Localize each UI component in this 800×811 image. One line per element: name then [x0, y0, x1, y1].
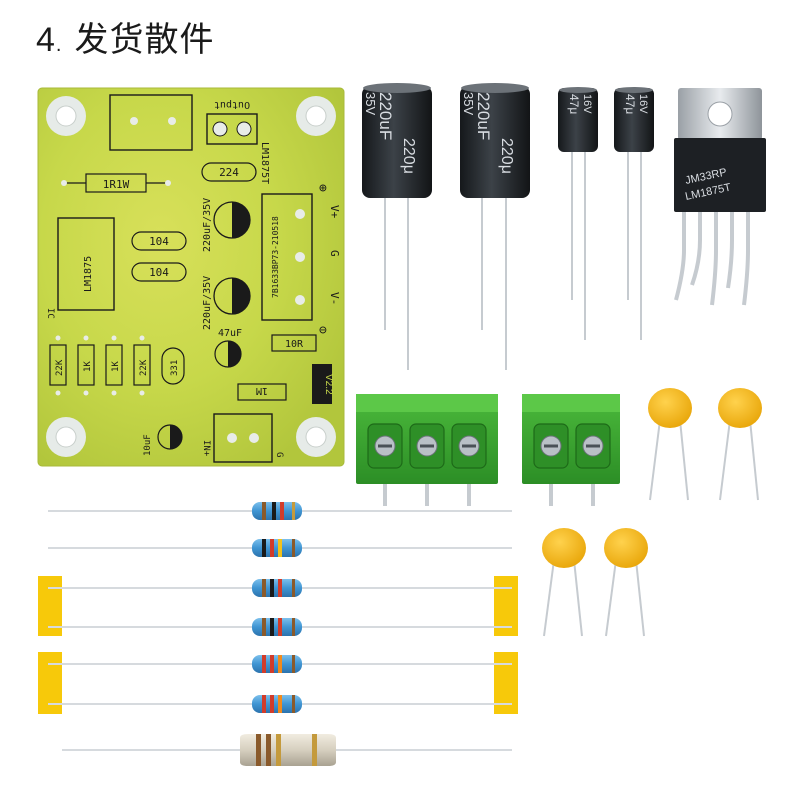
capacitor-large-b-short: 220μ: [498, 138, 515, 174]
capacitor-large-a-voltage: 35V: [363, 92, 378, 115]
resistor-power: [62, 734, 512, 766]
pcb-output-label: Output: [214, 99, 250, 110]
lm1875t-chip: JM33RP LM1875T: [674, 88, 766, 306]
pcb-pin-g: G: [328, 250, 341, 257]
pcb-resistor-row: 22K 1K 1K 22K 331: [49, 335, 185, 396]
title-number: 4: [36, 21, 56, 59]
capacitor-small-b: 47μ 16V: [614, 87, 654, 340]
ceramic-capacitor-3: [542, 528, 586, 637]
resistor-blue-4: [48, 618, 512, 636]
ceramic-capacitor-1: [648, 388, 692, 501]
mounting-hole-top-right: [296, 96, 336, 136]
pcb-r-331: 331: [170, 360, 180, 376]
resistor-blue-6: [48, 695, 512, 713]
resistor-blue-5: [48, 655, 512, 673]
mounting-hole-bottom-right: [296, 417, 336, 457]
mounting-hole-bottom-left: [46, 417, 86, 457]
pcb-version: V2.2: [323, 374, 334, 395]
pcb-c-104-a: 104: [149, 235, 169, 248]
pcb-c-220-b: 220uF/35V: [202, 276, 213, 330]
pcb-r-10r: 10R: [285, 339, 304, 350]
capacitor-small-a-voltage: 16V: [581, 94, 593, 114]
capacitor-small-b-voltage: 16V: [637, 94, 649, 114]
capacitor-large-b: 220uF 35V 220μ: [460, 83, 530, 370]
mounting-hole-top-left: [46, 96, 86, 136]
pcb-part-number: 7B1633BP73-210518: [271, 216, 280, 298]
capacitor-large-a-value: 220uF: [376, 92, 395, 140]
terminal-block-3pin: [356, 394, 498, 506]
pcb-plus-symbol: ⊕: [319, 181, 327, 196]
pcb-r-22k-a: 22K: [55, 359, 65, 376]
capacitor-large-b-value: 220uF: [474, 92, 493, 140]
ceramic-capacitor-4: [604, 528, 648, 637]
pcb-r-1k-a: 1K: [83, 361, 93, 372]
pcb-ic-tag: IC: [45, 308, 55, 319]
pcb-c-47: 47uF: [218, 328, 242, 339]
page-title: 4. 发货散件: [36, 12, 214, 61]
resistor-blue-1: [48, 502, 512, 520]
pcb-in-g: G: [274, 452, 284, 457]
pcb-r-224: 224: [219, 166, 239, 179]
pcb-r-1r1w: 1R1W: [103, 178, 130, 191]
pcb-c-220-a: 220uF/35V: [202, 198, 213, 252]
pcb-r-1k-b: 1K: [111, 361, 121, 372]
capacitor-large-a: 220uF 35V 220μ: [362, 83, 432, 370]
pcb-c-10: 10uF: [143, 434, 153, 456]
pcb-minus-symbol: ⊖: [319, 323, 327, 338]
ceramic-capacitor-2: [718, 388, 762, 501]
title-dot: .: [55, 34, 63, 56]
resistor-blue-3: [48, 579, 512, 597]
capacitor-small-a: 47μ 16V: [558, 87, 598, 340]
pcb-board: Output LM1875T 1R1W 224 LM1875 IC 104 10…: [37, 87, 345, 467]
pcb-in-plus: IN+: [201, 440, 211, 457]
capacitor-small-a-value: 47μ: [567, 94, 581, 114]
pcb-pin-vplus: V+: [328, 205, 341, 219]
capacitor-small-b-value: 47μ: [623, 94, 637, 114]
pcb-r-1m: 1M: [256, 385, 268, 396]
resistor-blue-2: [48, 539, 512, 557]
pcb-ic-label: LM1875T: [259, 142, 270, 184]
pcb-ic-left-label: LM1875: [83, 256, 94, 292]
capacitor-large-a-short: 220μ: [400, 138, 417, 174]
pcb-c-104-b: 104: [149, 266, 169, 279]
title-text: 发货散件: [74, 20, 215, 60]
pcb-r-22k-b: 22K: [139, 359, 149, 376]
terminal-block-2pin: [522, 394, 620, 506]
pcb-pin-vminus: V-: [328, 292, 341, 305]
capacitor-large-b-voltage: 35V: [461, 92, 476, 115]
